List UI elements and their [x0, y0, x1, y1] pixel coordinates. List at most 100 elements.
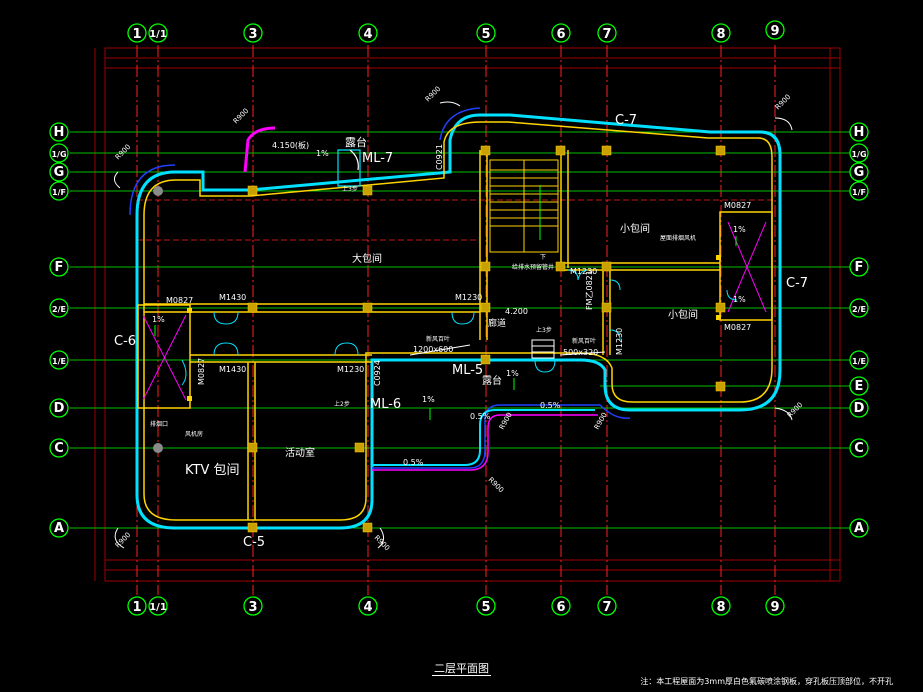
structural-columns [247, 145, 726, 533]
door-m1430-a: M1430 [219, 293, 246, 302]
room-corridor: 廊道 [488, 317, 506, 329]
row-label-left: F [55, 260, 64, 275]
door-m0827-b: M0827 [724, 323, 751, 332]
row-label-left: G [54, 165, 65, 180]
tag-c6: C-6 [114, 334, 136, 349]
column-bubbles-bottom [127, 596, 785, 616]
col-label-bottom: 1/1 [149, 602, 167, 613]
room-activity: 活动室 [285, 446, 315, 459]
slope-label: 1% [733, 225, 746, 234]
interior-dashed-lines [137, 199, 775, 241]
magenta-arc [243, 126, 276, 173]
vent-b: 500x320 [563, 348, 598, 357]
pin-markers [187, 255, 721, 401]
exterior-wall [135, 113, 782, 530]
col-label-bottom: 5 [481, 600, 490, 615]
step-c: 上2步 [334, 400, 350, 408]
door-m0827-a: M0827 [724, 201, 751, 210]
stair [489, 159, 559, 253]
terrace-railing [372, 409, 598, 471]
equip-note: 屋面排烟风机 [660, 234, 696, 242]
col-label-top: 4 [363, 27, 372, 42]
steps-small [531, 339, 555, 359]
win-c0924: C0924 [373, 360, 382, 386]
door-m0827-c: M0827 [166, 296, 193, 305]
ml7-window [337, 149, 361, 187]
col-label-top: 7 [602, 27, 611, 42]
row-bubbles-left [49, 122, 69, 538]
radius-label: R900 [774, 93, 793, 112]
radius-label: R900 [232, 107, 251, 126]
row-label-right: 1/F [852, 188, 866, 197]
col-label-top: 1/1 [149, 29, 167, 40]
radius-label: R900 [424, 85, 443, 104]
step-b: 上3步 [536, 326, 552, 334]
door-m1430-b: M1430 [219, 365, 246, 374]
col-label-bottom: 6 [556, 600, 565, 615]
col-label-top: 9 [770, 24, 779, 39]
col-label-bottom: 9 [770, 600, 779, 615]
row-label-left: 1/E [52, 357, 66, 366]
row-label-left: 2/E [52, 305, 66, 314]
radius-label: R900 [786, 401, 805, 420]
slope-label: 1% [316, 149, 329, 158]
tag-ml6: ML-6 [370, 397, 401, 412]
elev-top: 4.150(板) [272, 140, 309, 150]
slope-label: 0.5% [403, 458, 424, 467]
slope-label: 1% [506, 369, 519, 378]
row-bubbles-right [849, 122, 869, 538]
row-label-right: 1/E [852, 357, 866, 366]
tag-ml7: ML-7 [362, 151, 393, 166]
interior-walls [137, 150, 773, 520]
vent-lines [409, 344, 606, 356]
col-label-top: 6 [556, 27, 565, 42]
row-label-right: E [855, 379, 864, 394]
ktv-note-a: 排烟口 [150, 420, 168, 428]
row-label-right: G [854, 165, 865, 180]
corner-detail-arcs [114, 101, 793, 549]
door-m1230-d: M1230 [615, 328, 624, 355]
row-label-right: A [854, 521, 864, 536]
tag-c5: C-5 [243, 535, 265, 550]
col-label-top: 1 [132, 27, 141, 42]
radius-label: R900 [373, 534, 392, 553]
col-label-top: 5 [481, 27, 490, 42]
row-label-right: F [855, 260, 864, 275]
elev-mid: 4.200 [505, 307, 528, 316]
radius-label: R900 [114, 531, 133, 550]
shaft-x-marks [142, 221, 767, 401]
radius-label: R900 [487, 476, 506, 495]
drawing-note: 注：本工程屋面为3mm厚白色氟碳喷涂钢板，穿孔板压顶部位，不开孔 [640, 677, 893, 686]
row-label-left: 1/F [52, 188, 66, 197]
round-columns [153, 186, 163, 453]
column-bubbles-top [127, 20, 785, 43]
row-label-right: C [854, 441, 864, 456]
row-label-left: H [54, 125, 65, 140]
room-terrace-mid: 露台 [482, 374, 502, 387]
row-label-left: 1/G [51, 150, 66, 159]
dimension-frame [94, 47, 841, 582]
col-label-bottom: 1 [132, 600, 141, 615]
col-label-bottom: 7 [602, 600, 611, 615]
row-label-right: 1/G [851, 150, 866, 159]
gutter-lines [129, 107, 631, 469]
col-label-bottom: 8 [716, 600, 725, 615]
door-swings [181, 269, 738, 386]
room-small-b: 小包间 [668, 308, 698, 321]
step-a: 上3步 [342, 185, 358, 193]
row-label-right: H [854, 125, 865, 140]
door-m1230-c: M1230 [570, 267, 597, 276]
door-m0827-d: M0827 [197, 358, 206, 385]
room-big: 大包间 [352, 252, 382, 265]
door-fm: FM乙0821 [585, 270, 594, 310]
col-label-top: 3 [248, 27, 257, 42]
col-label-bottom: 4 [363, 600, 372, 615]
drawing-title-text: 二层平面图 [432, 662, 491, 676]
slope-label: 0.5% [470, 412, 491, 421]
vent-b-title: 新风百叶 [572, 337, 596, 345]
room-small-a: 小包间 [620, 222, 650, 235]
radius-label: R900 [114, 143, 133, 162]
tag-c7-right: C-7 [786, 276, 808, 291]
row-label-left: C [54, 441, 64, 456]
